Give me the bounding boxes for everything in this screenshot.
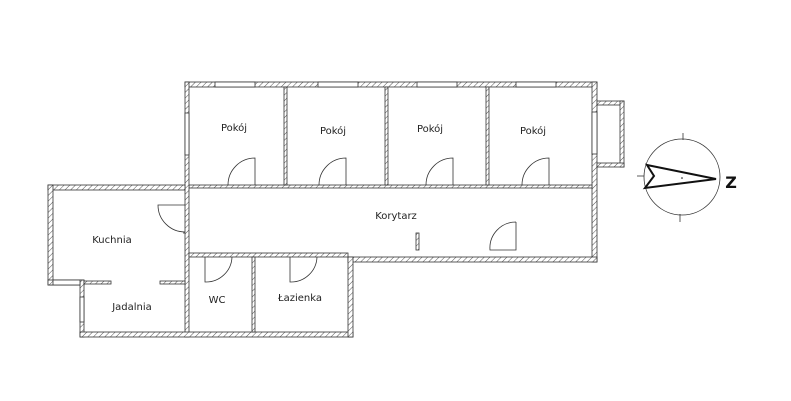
compass-arrow-icon — [642, 163, 717, 190]
room-label-kuchnia: Kuchnia — [92, 235, 131, 246]
room-label-lazienka: Łazienka — [277, 293, 322, 304]
walls — [47, 81, 625, 338]
room-label-pokoj-1: Pokój — [221, 122, 247, 134]
room-label-pokoj-3: Pokój — [417, 123, 443, 135]
room-label-korytarz: Korytarz — [375, 211, 417, 222]
room-label-jadalnia: Jadalnia — [111, 302, 152, 313]
room-labels: Pokój Pokój Pokój Pokój Korytarz Kuchnia… — [92, 122, 546, 313]
room-label-wc: WC — [209, 295, 226, 306]
compass-north-label: Z — [725, 173, 737, 192]
compass: Z — [637, 133, 737, 222]
room-label-pokoj-2: Pokój — [320, 125, 346, 137]
room-label-pokoj-4: Pokój — [520, 125, 546, 137]
windows — [52, 81, 598, 323]
doors — [157, 157, 550, 283]
